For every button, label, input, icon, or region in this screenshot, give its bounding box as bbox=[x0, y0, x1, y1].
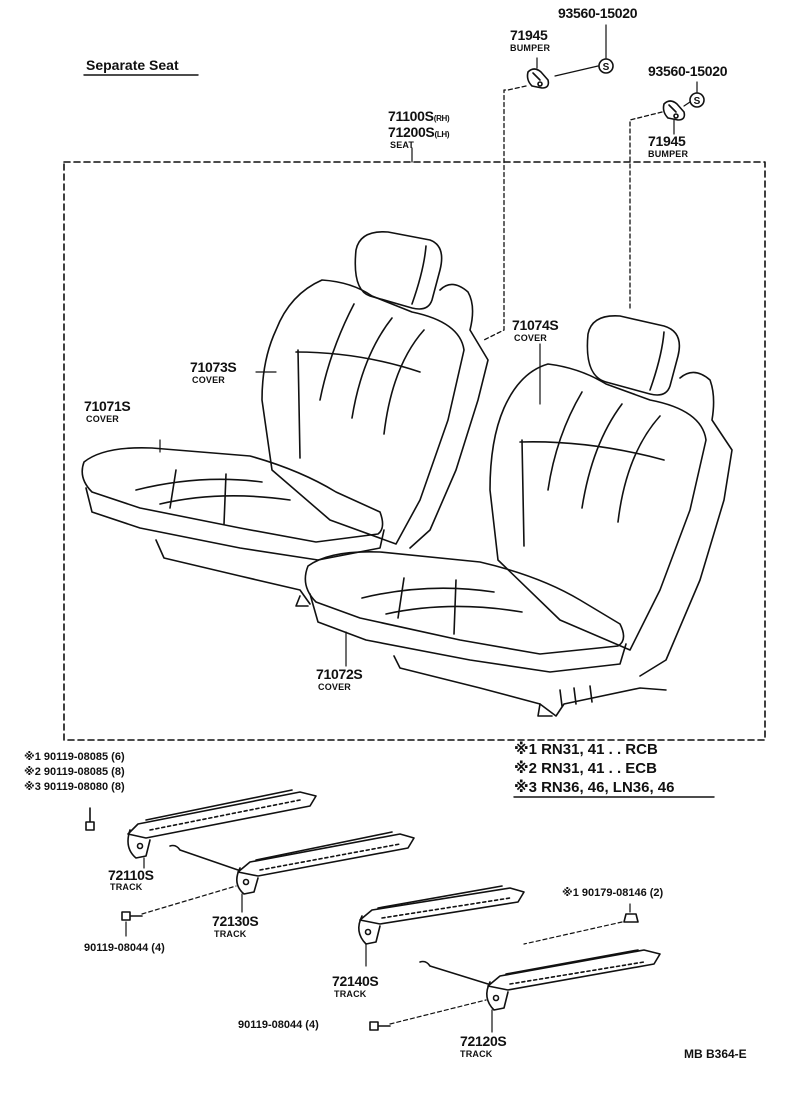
track-72120-drawing bbox=[419, 949, 661, 1011]
bumper-a-leader-dashed bbox=[483, 85, 527, 341]
screw-a-number: 93560-15020 bbox=[558, 5, 638, 21]
reference-code: MB B364-E bbox=[684, 1047, 747, 1061]
track-72140-number: 72140S bbox=[332, 973, 379, 989]
seat-number-lh-value: 71200S bbox=[388, 124, 435, 140]
bolt-left-drawing bbox=[121, 911, 143, 921]
cover-71072-number: 71072S bbox=[316, 666, 363, 682]
cover-71073-number: 71073S bbox=[190, 359, 237, 375]
bolt-bottom-drawing bbox=[369, 1021, 391, 1031]
track-72110-number: 72110S bbox=[108, 867, 154, 883]
legend-line-3: ※3 RN36, 46, LN36, 46 bbox=[514, 779, 675, 796]
seat-number-rh-value: 71100S bbox=[388, 108, 434, 124]
track-72110-drawing bbox=[127, 789, 317, 859]
bumper-a-name: BUMPER bbox=[510, 43, 551, 53]
track-72140-drawing bbox=[358, 885, 525, 945]
bolt-bottom-spec: 90119-08044 (4) bbox=[238, 1019, 319, 1031]
nut-right-spec: ※1 90179-08146 (2) bbox=[562, 887, 664, 899]
bumper-b-name: BUMPER bbox=[648, 149, 689, 159]
track-72140-name: TRACK bbox=[334, 989, 367, 999]
seat-name: SEAT bbox=[390, 140, 415, 150]
left-seat bbox=[81, 231, 489, 607]
seat-suffix-rh: (RH) bbox=[433, 114, 450, 123]
cover-71073-name: COVER bbox=[192, 375, 226, 385]
bolt-spec-2: ※2 90119-08085 (8) bbox=[24, 766, 125, 778]
bumper-b-leader-dashed bbox=[629, 111, 663, 311]
bumper-part-b bbox=[662, 100, 686, 121]
track-72130-drawing bbox=[169, 831, 415, 895]
track-72120-name: TRACK bbox=[460, 1049, 493, 1059]
screw-symbol-a: S bbox=[603, 62, 610, 73]
track-72130-number: 72130S bbox=[212, 913, 259, 929]
legend-line-2: ※2 RN31, 41 . . ECB bbox=[514, 760, 657, 777]
bolt-left-spec: 90119-08044 (4) bbox=[84, 942, 165, 954]
bolt-spec-1: ※1 90119-08085 (6) bbox=[24, 751, 125, 763]
track-72110-name: TRACK bbox=[110, 882, 143, 892]
cover-71074-name: COVER bbox=[514, 333, 548, 343]
screw-symbol-b: S bbox=[694, 96, 701, 107]
seat-assembly-boundary bbox=[63, 161, 766, 741]
track-72120-number: 72120S bbox=[460, 1033, 507, 1049]
right-seat bbox=[304, 315, 733, 717]
screw-b-number: 93560-15020 bbox=[648, 63, 728, 79]
bumper-part-a bbox=[526, 68, 550, 89]
bumper-a-number: 71945 bbox=[510, 27, 548, 43]
bolt-group-drawing bbox=[85, 807, 95, 831]
cover-71071-number: 71071S bbox=[84, 398, 131, 414]
seat-number-rh: 71100S(RH) bbox=[388, 108, 450, 124]
cover-71074-number: 71074S bbox=[512, 317, 559, 333]
cover-71072-name: COVER bbox=[318, 682, 352, 692]
page-title: Separate Seat bbox=[86, 57, 179, 73]
seat-number-lh: 71200S(LH) bbox=[388, 124, 450, 140]
nut-right-drawing bbox=[623, 913, 639, 923]
track-72130-name: TRACK bbox=[214, 929, 247, 939]
bolt-spec-3: ※3 90119-08080 (8) bbox=[24, 781, 125, 793]
bumper-b-number: 71945 bbox=[648, 133, 686, 149]
legend-line-1: ※1 RN31, 41 . . RCB bbox=[514, 741, 658, 758]
seat-suffix-lh: (LH) bbox=[434, 130, 450, 139]
cover-71071-name: COVER bbox=[86, 414, 120, 424]
screw-part-a bbox=[598, 58, 614, 74]
